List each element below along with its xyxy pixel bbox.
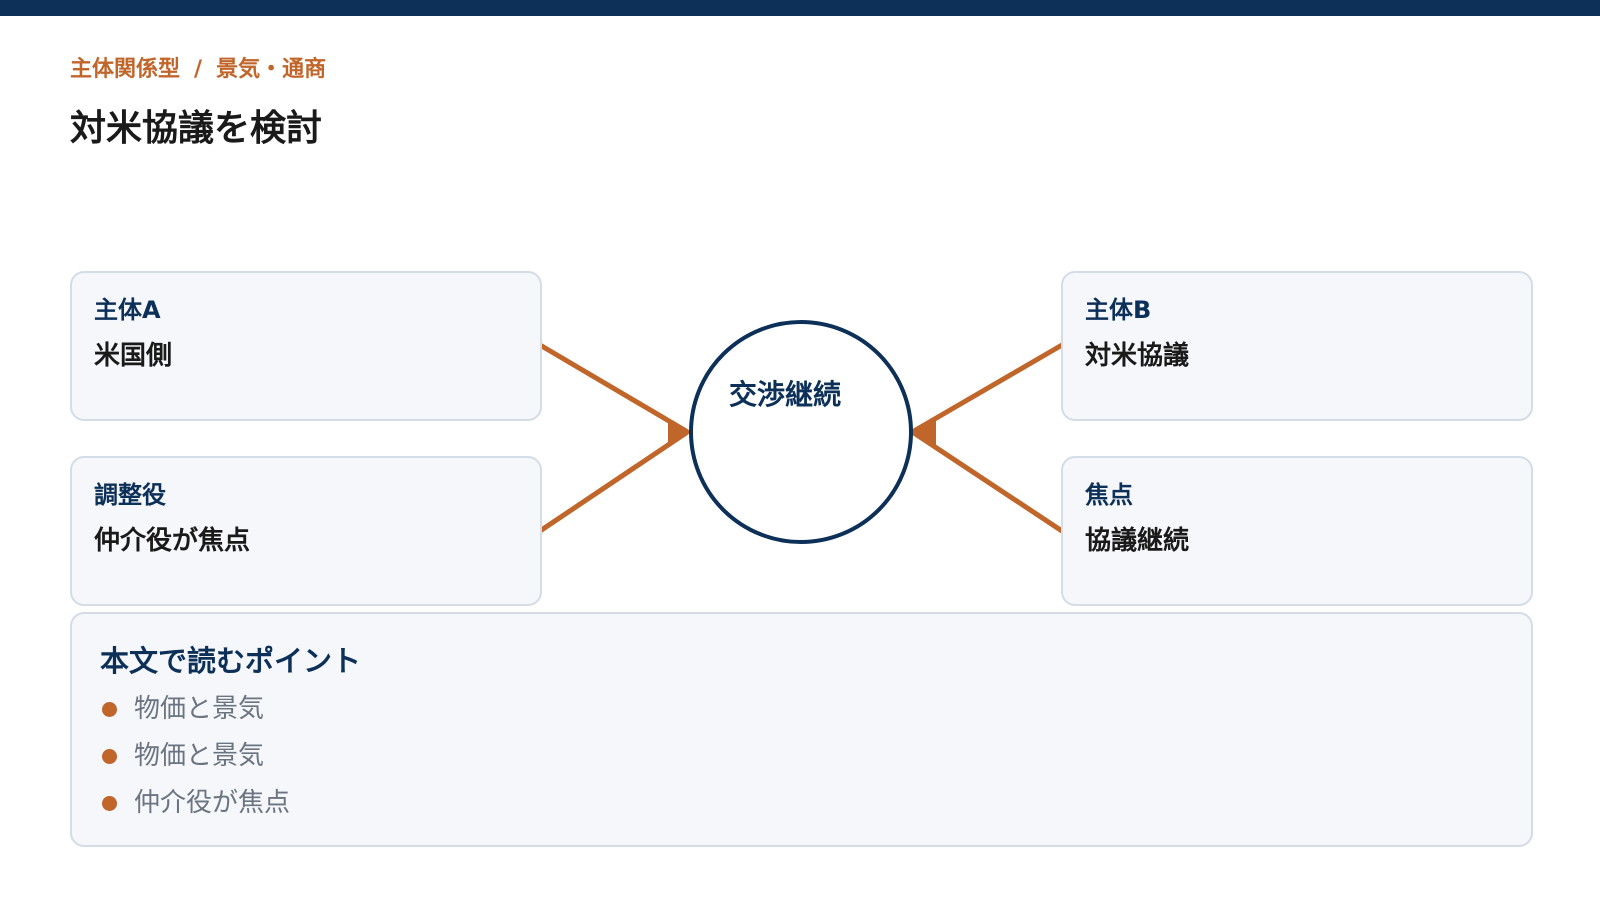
list-item: 物価と景気 bbox=[102, 686, 290, 733]
list-item: 物価と景気 bbox=[102, 733, 290, 780]
top-bar bbox=[0, 0, 1600, 16]
card-value: 仲介役が焦点 bbox=[94, 526, 251, 556]
bullet-dot-icon bbox=[102, 796, 117, 811]
reading-points-title: 本文で読むポイント bbox=[100, 644, 362, 678]
reading-points-panel: 本文で読むポイント 物価と景気 物価と景気 仲介役が焦点 bbox=[70, 612, 1533, 847]
arrowhead-right bbox=[912, 418, 936, 446]
breadcrumb: 主体関係型 / 景気・通商 bbox=[70, 51, 326, 83]
list-item-text: 物価と景気 bbox=[134, 694, 265, 724]
center-node bbox=[689, 320, 913, 544]
list-item: 仲介役が焦点 bbox=[102, 780, 290, 827]
list-item-text: 物価と景気 bbox=[134, 741, 265, 771]
card-value: 協議継続 bbox=[1085, 526, 1190, 556]
reading-points-list: 物価と景気 物価と景気 仲介役が焦点 bbox=[102, 686, 290, 827]
breadcrumb-category: 主体関係型 bbox=[70, 57, 181, 82]
center-node-label: 交渉継続 bbox=[728, 378, 841, 411]
card-label: 調整役 bbox=[94, 481, 166, 509]
card-label: 主体B bbox=[1085, 296, 1152, 324]
bullet-dot-icon bbox=[102, 702, 117, 717]
bullet-dot-icon bbox=[102, 749, 117, 764]
card-value: 米国側 bbox=[94, 341, 173, 371]
card-top-left: 主体A 米国側 bbox=[70, 271, 542, 421]
list-item-text: 仲介役が焦点 bbox=[134, 788, 291, 818]
card-label: 焦点 bbox=[1085, 481, 1133, 509]
connector-bottom-left bbox=[537, 430, 689, 534]
card-value: 対米協議 bbox=[1085, 341, 1190, 371]
breadcrumb-separator: / bbox=[194, 57, 203, 82]
connector-top-right bbox=[911, 342, 1065, 434]
connector-bottom-right bbox=[911, 430, 1065, 534]
connector-top-left bbox=[537, 342, 689, 434]
breadcrumb-topic: 景気・通商 bbox=[216, 57, 327, 82]
card-label: 主体A bbox=[94, 296, 161, 324]
card-bottom-right: 焦点 協議継続 bbox=[1061, 456, 1533, 606]
card-bottom-left: 調整役 仲介役が焦点 bbox=[70, 456, 542, 606]
arrowhead-left bbox=[668, 418, 692, 446]
page-title: 対米協議を検討 bbox=[70, 108, 323, 149]
card-top-right: 主体B 対米協議 bbox=[1061, 271, 1533, 421]
